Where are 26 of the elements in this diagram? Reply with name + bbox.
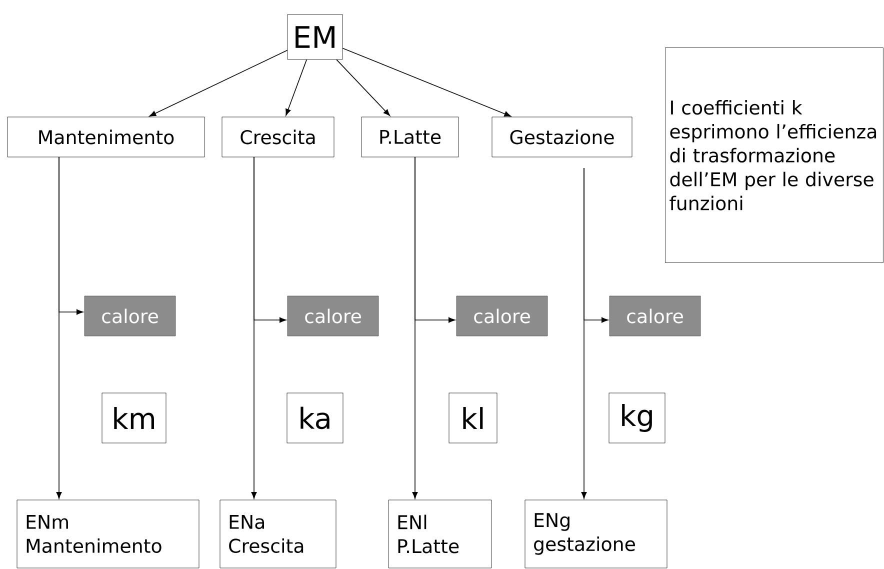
output-box: ENm Mantenimento: [16, 500, 200, 568]
function-box: P.Latte: [361, 116, 459, 158]
arrow: [581, 168, 587, 499]
arrow: [342, 48, 512, 117]
coefficient-box: kg: [608, 392, 666, 444]
arrow: [336, 59, 390, 116]
arrow: [56, 156, 62, 499]
source-box: EM: [287, 14, 343, 60]
function-box: Crescita: [222, 116, 334, 158]
heat-box: calore: [609, 296, 701, 336]
coefficient-box: ka: [286, 392, 344, 444]
output-box: ENa Crescita: [220, 500, 336, 568]
heat-box: calore: [287, 296, 379, 336]
function-box: Gestazione: [492, 116, 632, 158]
function-box: Mantenimento: [7, 116, 205, 158]
note-box: I coefficienti k esprimono l’efficienza di trasformazione dell’EM per le diverse funzioni: [665, 48, 884, 263]
heat-box: calore: [456, 296, 548, 336]
heat-box: calore: [84, 296, 176, 336]
arrow: [149, 50, 288, 116]
arrow: [412, 156, 418, 499]
arrow: [251, 156, 257, 499]
arrow: [286, 59, 307, 116]
output-box: ENg gestazione: [524, 500, 668, 568]
coefficient-box: km: [102, 392, 166, 444]
coefficient-box: kl: [448, 392, 498, 444]
output-box: ENl P.Latte: [388, 500, 492, 568]
